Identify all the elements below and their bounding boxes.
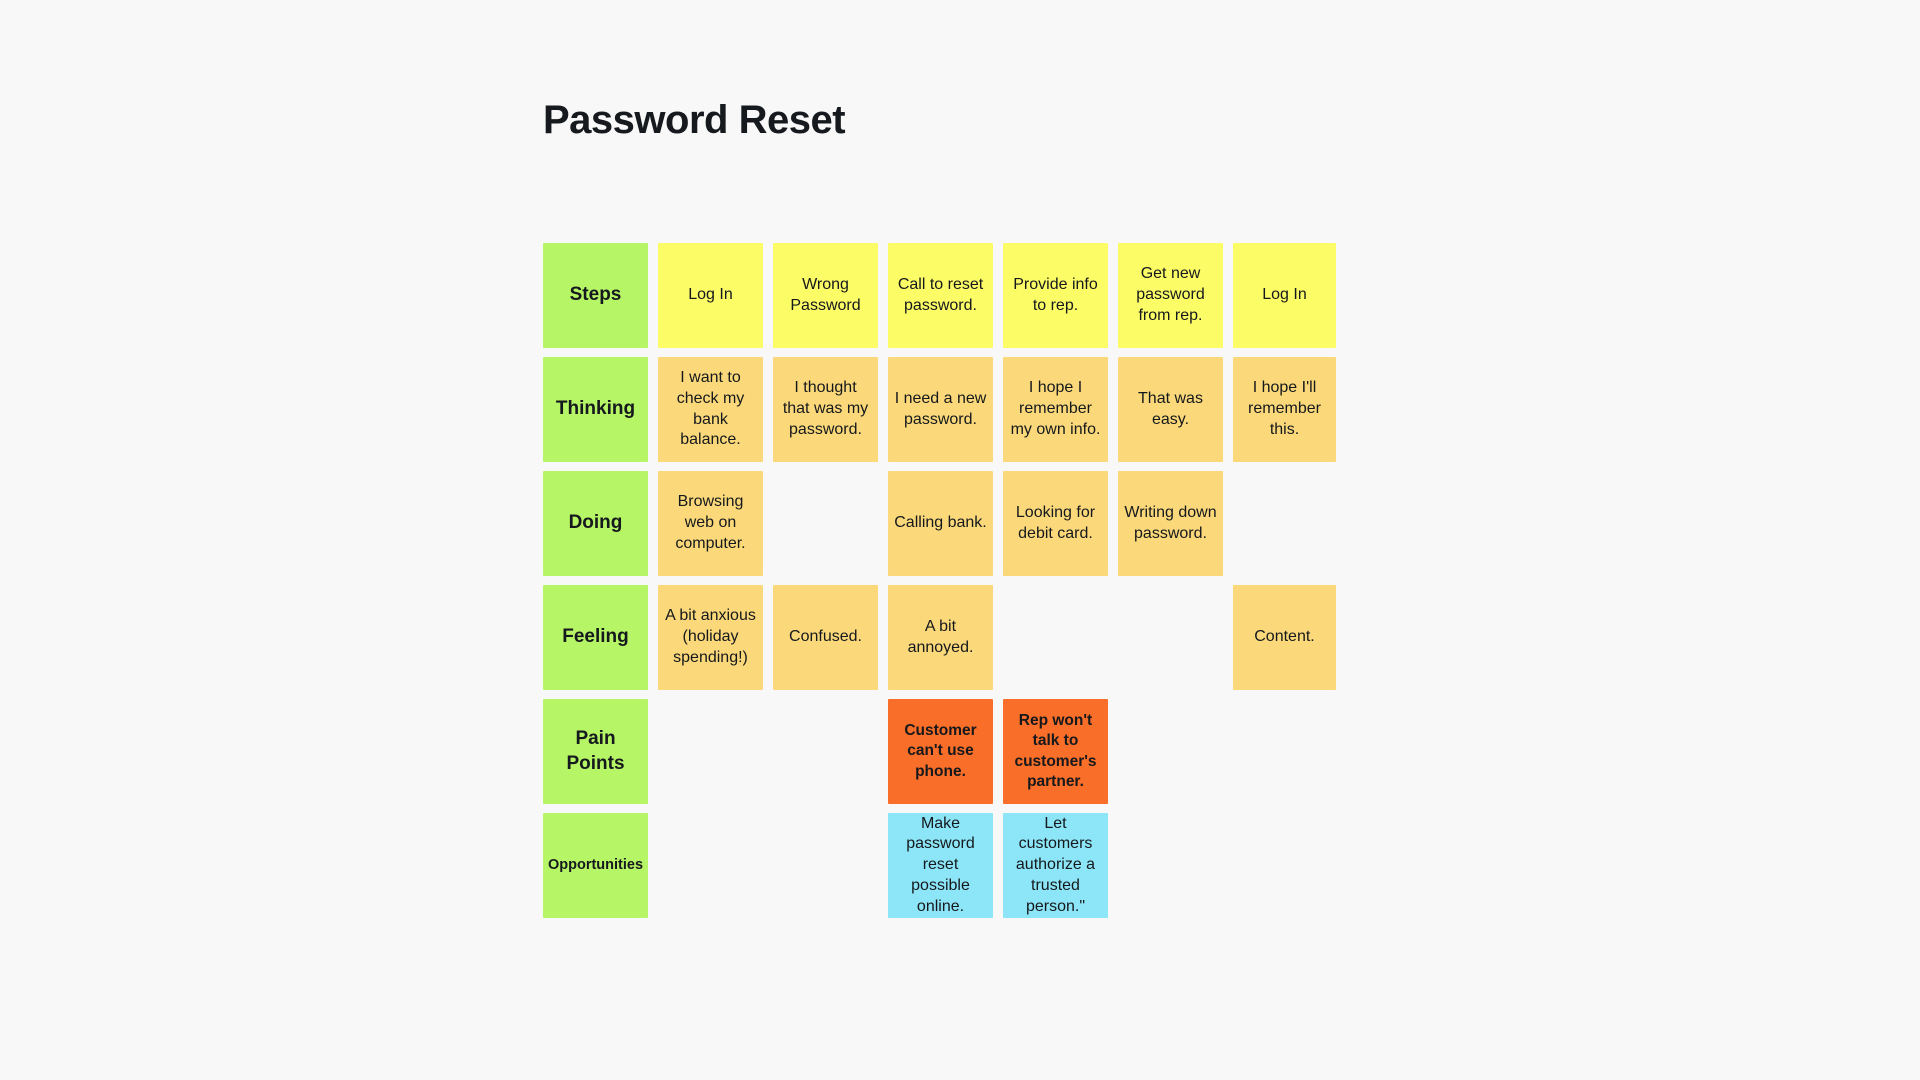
sticky-note-empty bbox=[1003, 585, 1108, 690]
sticky-note-empty bbox=[1233, 699, 1336, 804]
sticky-note-empty bbox=[773, 699, 878, 804]
sticky-note-text: Log In bbox=[1262, 286, 1307, 304]
row-label-feeling[interactable]: Feeling bbox=[543, 585, 648, 690]
sticky-note-empty bbox=[773, 813, 878, 918]
sticky-note[interactable]: Looking for debit card. bbox=[1003, 471, 1108, 576]
sticky-note[interactable]: Writing down password. bbox=[1118, 471, 1223, 576]
sticky-note-empty bbox=[1118, 699, 1223, 804]
row-label-steps[interactable]: Steps bbox=[543, 243, 648, 348]
sticky-note-text: I need a new password. bbox=[894, 389, 987, 428]
sticky-note[interactable]: I hope I remember my own info. bbox=[1003, 357, 1108, 462]
sticky-note-text: Looking for debit card. bbox=[1015, 503, 1096, 542]
board-row: Doing Browsing web on computer. Calling ba… bbox=[543, 471, 1336, 576]
board-row: Feeling A bit anxious (holiday spending!)… bbox=[543, 585, 1336, 690]
sticky-note-text: Wrong Password bbox=[790, 275, 861, 314]
board-row: Thinking I want to check my bank balance.… bbox=[543, 357, 1336, 462]
sticky-note[interactable]: Rep won't talk to customer's partner. bbox=[1003, 699, 1108, 804]
sticky-note-text: Customer can't use phone. bbox=[904, 722, 977, 780]
sticky-note[interactable]: Calling bank. bbox=[888, 471, 993, 576]
sticky-note[interactable]: Log In bbox=[1233, 243, 1336, 348]
sticky-note-text: Get new password from rep. bbox=[1136, 265, 1205, 324]
sticky-note-empty bbox=[773, 471, 878, 576]
sticky-note[interactable]: A bit annoyed. bbox=[888, 585, 993, 690]
sticky-note[interactable]: Content. bbox=[1233, 585, 1336, 690]
sticky-note-empty bbox=[1118, 585, 1223, 690]
sticky-note[interactable]: Confused. bbox=[773, 585, 878, 690]
sticky-note-text: That was easy. bbox=[1138, 389, 1203, 428]
sticky-note[interactable]: Make password reset possible online. bbox=[888, 813, 993, 918]
sticky-note-text: I want to check my bank balance. bbox=[676, 368, 745, 449]
sticky-note[interactable]: I want to check my bank balance. bbox=[658, 357, 763, 462]
sticky-note-text: Call to reset password. bbox=[897, 275, 984, 314]
sticky-note-empty bbox=[1233, 471, 1336, 576]
sticky-note[interactable]: I hope I'll remember this. bbox=[1233, 357, 1336, 462]
row-label-opportunities[interactable]: Opportunities bbox=[543, 813, 648, 918]
page-title: Password Reset bbox=[543, 98, 846, 142]
sticky-note-text: Provide info to rep. bbox=[1013, 275, 1098, 314]
sticky-note-text: Make password reset possible online. bbox=[906, 814, 975, 915]
sticky-note-empty bbox=[658, 699, 763, 804]
sticky-note[interactable]: Browsing web on computer. bbox=[658, 471, 763, 576]
board-row: Steps Log In Wrong Password Call to reset p… bbox=[543, 243, 1336, 348]
sticky-note-empty bbox=[658, 813, 763, 918]
sticky-note-text: I thought that was my password. bbox=[782, 379, 869, 438]
sticky-note-text: Browsing web on computer. bbox=[675, 493, 746, 552]
sticky-note[interactable]: Log In bbox=[658, 243, 763, 348]
sticky-note-text: A bit anxious (holiday spending!) bbox=[665, 607, 756, 666]
board-row: Opportunities Make password reset possibl… bbox=[543, 813, 1336, 918]
sticky-note[interactable]: Provide info to rep. bbox=[1003, 243, 1108, 348]
sticky-note-empty bbox=[1233, 813, 1336, 918]
sticky-note[interactable]: Get new password from rep. bbox=[1118, 243, 1223, 348]
sticky-note-text: I hope I remember my own info. bbox=[1010, 379, 1101, 438]
board-row: Pain Points Customer can't use phone. Rep … bbox=[543, 699, 1336, 804]
row-label-thinking[interactable]: Thinking bbox=[543, 357, 648, 462]
sticky-note[interactable]: Wrong Password bbox=[773, 243, 878, 348]
journey-map-board: Steps Log In Wrong Password Call to reset p… bbox=[543, 243, 1336, 927]
sticky-note-text: Rep won't talk to customer's partner. bbox=[1014, 712, 1097, 790]
sticky-note[interactable]: I need a new password. bbox=[888, 357, 993, 462]
sticky-note[interactable]: I thought that was my password. bbox=[773, 357, 878, 462]
row-label-pain-points[interactable]: Pain Points bbox=[543, 699, 648, 804]
sticky-note-text: Calling bank. bbox=[894, 514, 987, 532]
sticky-note-text: Writing down password. bbox=[1124, 503, 1217, 542]
sticky-note[interactable]: Call to reset password. bbox=[888, 243, 993, 348]
sticky-note-text: Let customers authorize a trusted person… bbox=[1015, 814, 1096, 915]
sticky-note-empty bbox=[1118, 813, 1223, 918]
sticky-note[interactable]: That was easy. bbox=[1118, 357, 1223, 462]
sticky-note-text: Content. bbox=[1254, 628, 1315, 646]
sticky-note-text: Log In bbox=[688, 286, 733, 304]
sticky-note-text: A bit annoyed. bbox=[907, 617, 974, 656]
sticky-note-text: Confused. bbox=[789, 628, 862, 646]
sticky-note[interactable]: A bit anxious (holiday spending!) bbox=[658, 585, 763, 690]
sticky-note-text: I hope I'll remember this. bbox=[1248, 379, 1321, 438]
sticky-note[interactable]: Customer can't use phone. bbox=[888, 699, 993, 804]
sticky-note[interactable]: Let customers authorize a trusted person… bbox=[1003, 813, 1108, 918]
row-label-doing[interactable]: Doing bbox=[543, 471, 648, 576]
